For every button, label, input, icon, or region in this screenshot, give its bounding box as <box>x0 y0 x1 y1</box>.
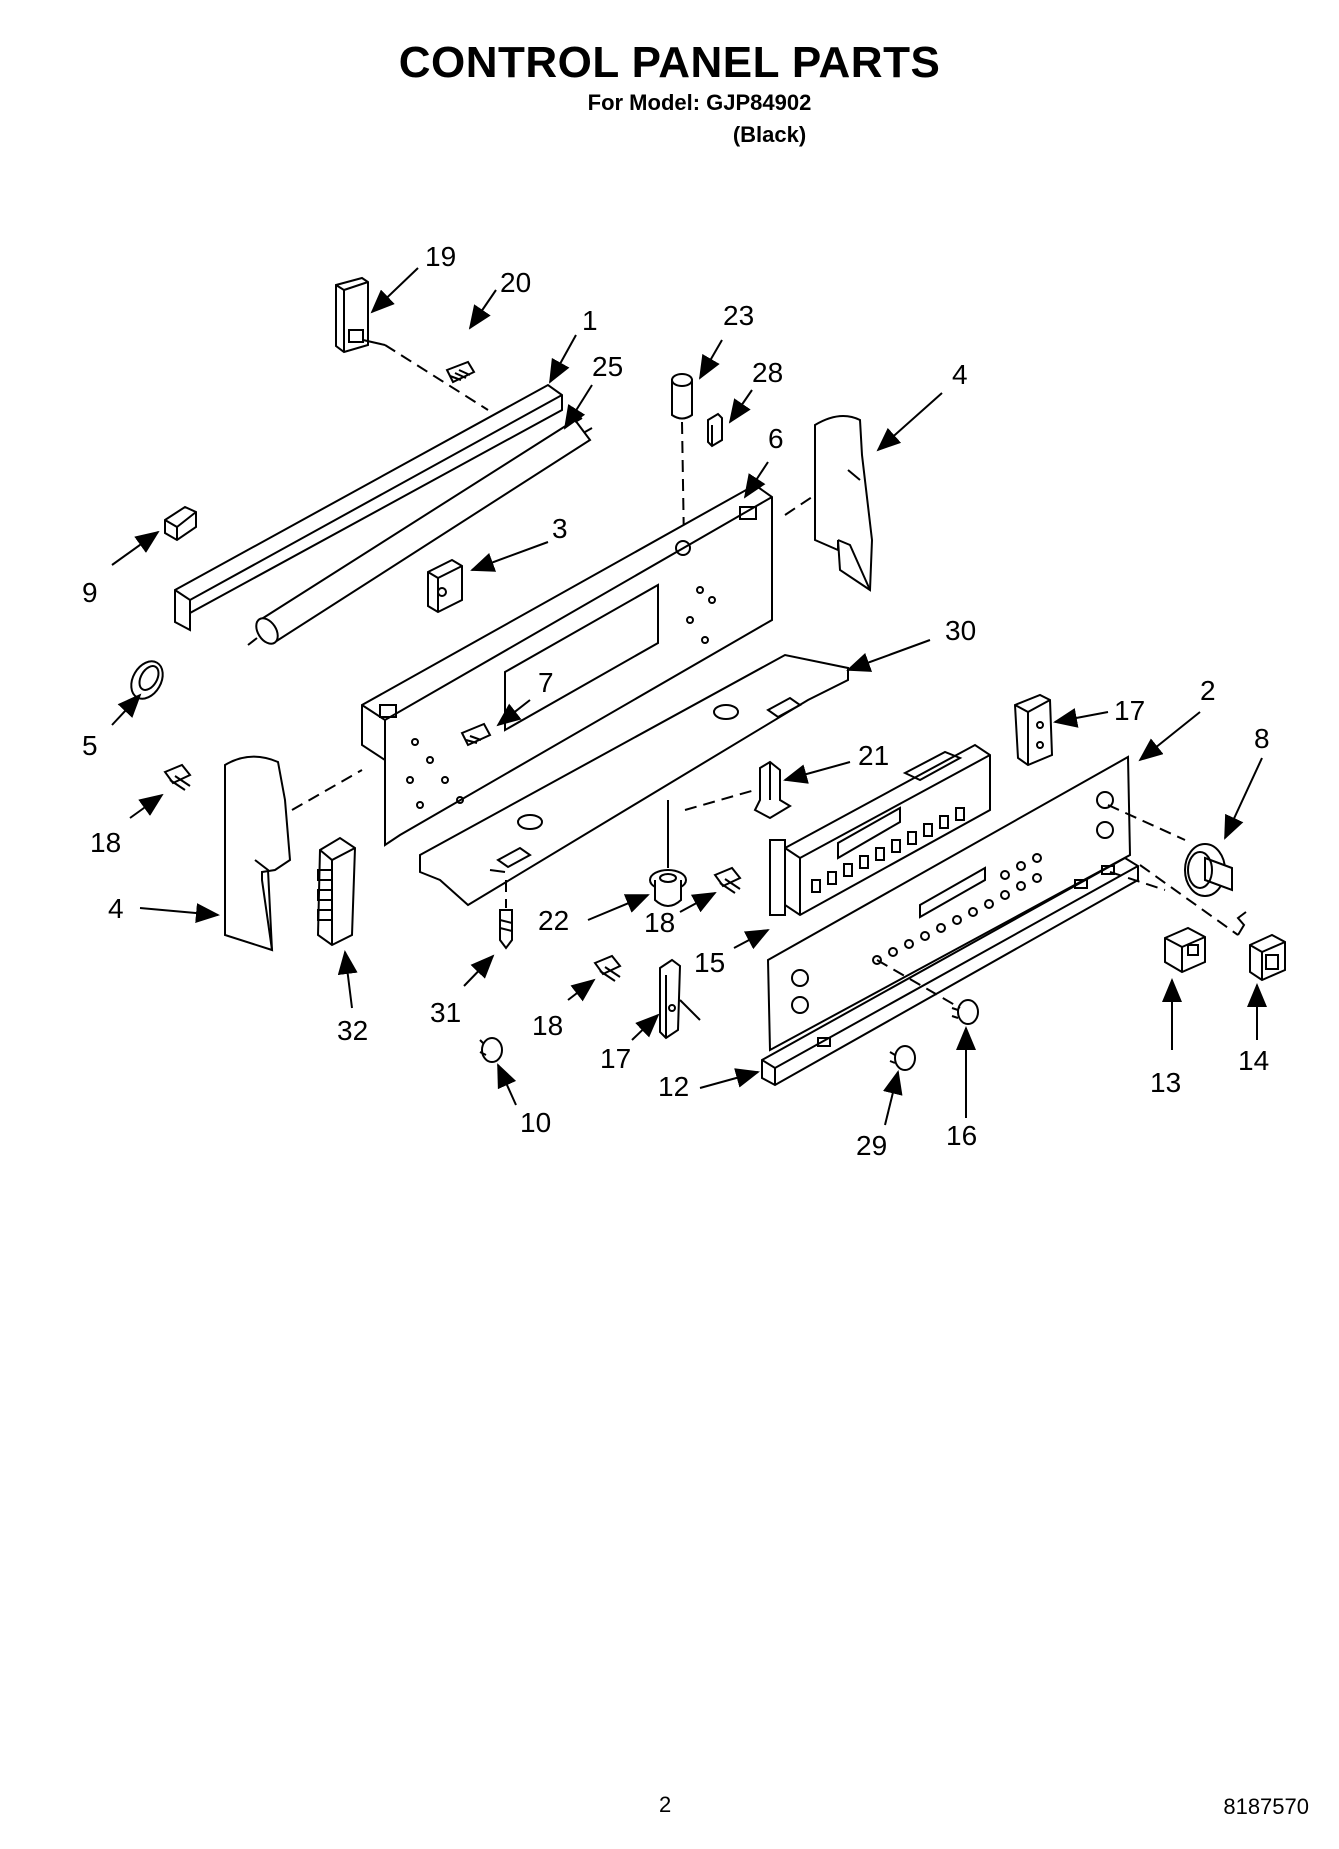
part-16-push-button <box>951 999 979 1025</box>
callout-32: 32 <box>337 1015 368 1046</box>
part-29-cap <box>889 1045 916 1071</box>
callout-16: 16 <box>946 1120 977 1151</box>
callout-30: 30 <box>945 615 976 646</box>
part-4-right-end-cap <box>814 415 874 592</box>
part-21-bracket <box>753 760 792 820</box>
part-22-grommet <box>649 869 687 907</box>
callout-22: 22 <box>538 905 569 936</box>
callout-10: 10 <box>520 1107 551 1138</box>
part-18-screw-left <box>163 763 192 791</box>
part-9-clip <box>164 505 197 542</box>
callout-23: 23 <box>723 300 754 331</box>
page-number: 2 <box>659 1792 672 1817</box>
part-5-knob-ring <box>130 660 164 700</box>
part-25-fluorescent-tube <box>247 417 593 646</box>
callout-2: 2 <box>1200 675 1216 706</box>
part-7-screw <box>460 722 492 747</box>
part-8-knob <box>1184 843 1233 897</box>
part-13-switch <box>1164 926 1206 974</box>
part-2-control-panel <box>766 755 1132 1052</box>
callout-9: 9 <box>82 577 98 608</box>
control-buttons <box>811 807 965 893</box>
part-17-bracket-lower <box>659 958 682 1040</box>
part-32-terminal-block <box>316 836 357 947</box>
part-19-switch <box>335 276 386 354</box>
callout-8: 8 <box>1254 723 1270 754</box>
callout-3: 3 <box>552 513 568 544</box>
callout-4-left: 4 <box>108 893 124 924</box>
callout-19: 19 <box>425 241 456 272</box>
callout-29: 29 <box>856 1130 887 1161</box>
part-31-screw <box>499 909 513 950</box>
callout-25: 25 <box>592 351 623 382</box>
part-28-bracket <box>707 412 723 448</box>
part-30-mounting-plate <box>419 653 849 907</box>
model-line: For Model: GJP84902 <box>587 90 812 115</box>
leader-arrows <box>111 267 1267 1126</box>
callout-18-left: 18 <box>90 827 121 858</box>
part-1-light-shield <box>174 383 563 632</box>
callout-14: 14 <box>1238 1045 1269 1076</box>
part-3-relay <box>427 558 463 614</box>
callout-6: 6 <box>768 423 784 454</box>
callout-17-upper: 17 <box>1114 695 1145 726</box>
callout-21: 21 <box>858 740 889 771</box>
part-15-electronic-control <box>769 743 991 917</box>
part-10-cap <box>479 1037 503 1063</box>
callout-18-middle: 18 <box>644 907 675 938</box>
color-variant: (Black) <box>732 122 807 147</box>
callout-4-right: 4 <box>952 359 968 390</box>
callout-7: 7 <box>538 667 554 698</box>
part-17-bracket-upper <box>1013 693 1054 767</box>
part-18-screw-lower <box>593 954 622 982</box>
callout-13: 13 <box>1150 1067 1181 1098</box>
callout-5: 5 <box>82 730 98 761</box>
part-6-control-chassis <box>361 483 773 847</box>
callout-1: 1 <box>582 305 598 336</box>
document-number: 8187570 <box>1223 1794 1309 1819</box>
callout-20: 20 <box>500 267 531 298</box>
callout-17-lower: 17 <box>600 1043 631 1074</box>
part-23-lamp-cap <box>671 373 693 420</box>
part-14-connector <box>1236 911 1286 982</box>
callout-31: 31 <box>430 997 461 1028</box>
callout-28: 28 <box>752 357 783 388</box>
page-title: CONTROL PANEL PARTS <box>398 38 941 87</box>
part-18-screw-middle <box>713 866 742 894</box>
callout-12: 12 <box>658 1071 689 1102</box>
part-20-screw <box>445 360 476 384</box>
callout-18-lower: 18 <box>532 1010 563 1041</box>
callout-15: 15 <box>694 947 725 978</box>
part-4-left-end-cap <box>224 755 292 952</box>
part-12-trim-strip <box>761 856 1139 1087</box>
